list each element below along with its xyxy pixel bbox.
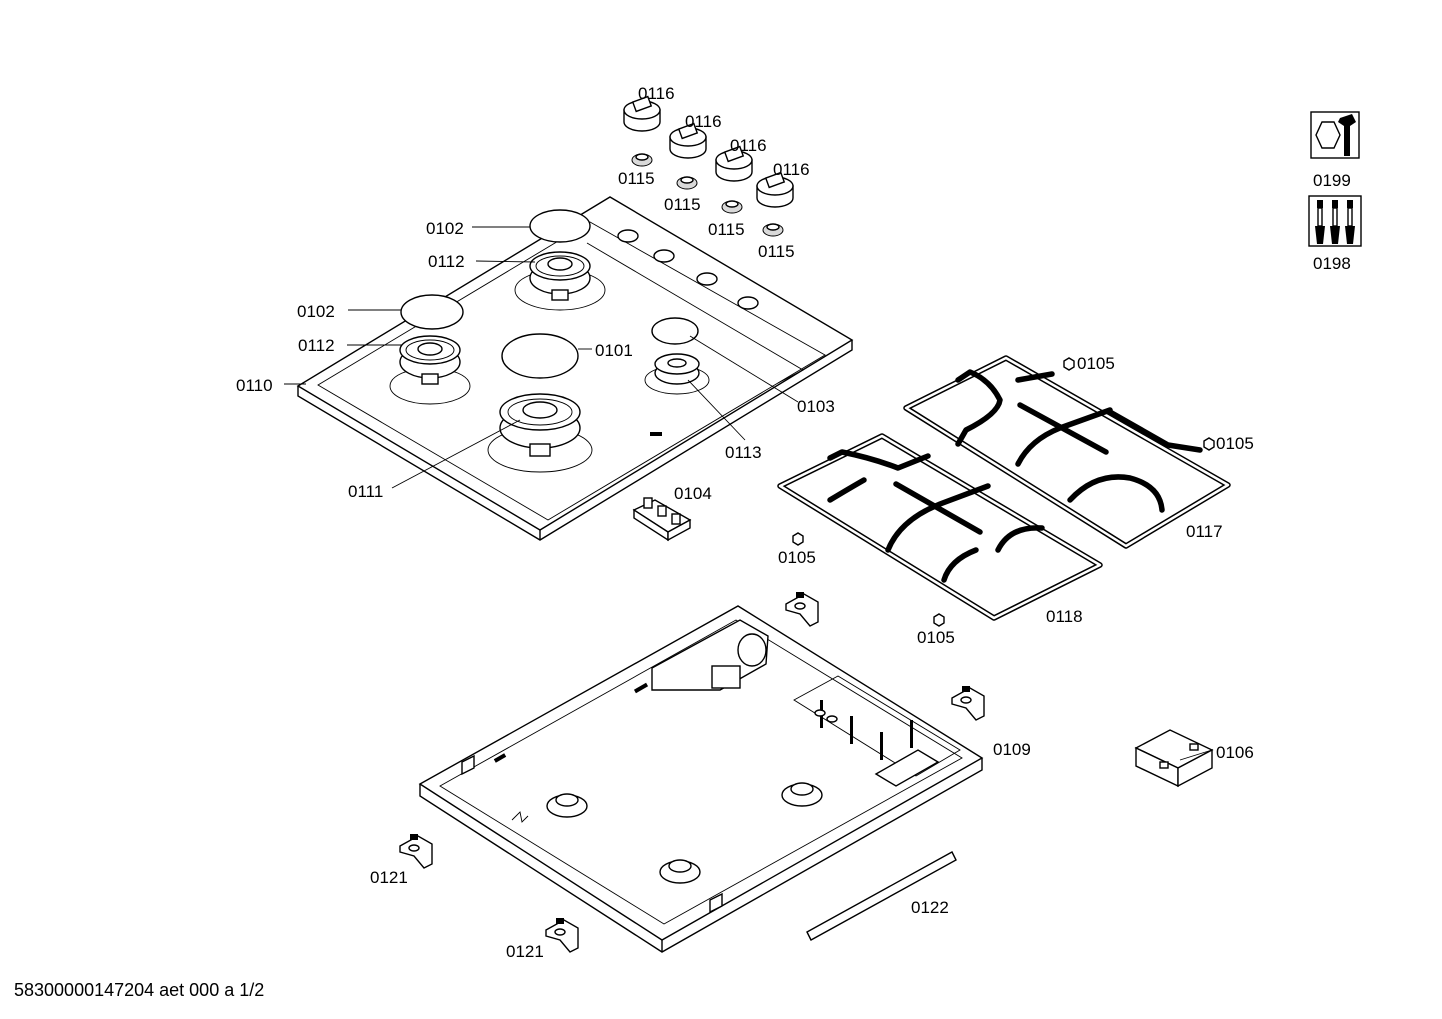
label-burner-cap: 0102 — [297, 302, 335, 321]
label-burner-cap: 0102 — [426, 219, 464, 238]
knob-ring — [721, 200, 743, 214]
label-junction-box: 0106 — [1216, 743, 1254, 762]
seal-strip — [806, 851, 957, 941]
leader-lines — [284, 226, 1213, 761]
burner-crown-left — [399, 335, 461, 385]
label-rubber-foot: 0105 — [778, 548, 816, 567]
label-rubber-foot: 0105 — [1216, 434, 1254, 453]
rubber-foot — [792, 532, 804, 546]
screwdrivers-icon — [1308, 195, 1362, 247]
burner-cap-top — [529, 209, 591, 243]
control-knob — [623, 95, 661, 132]
label-hob-top: 0110 — [236, 376, 273, 395]
rubber-foot — [1063, 357, 1075, 371]
label-seal-strip: 0122 — [911, 898, 949, 917]
junction-box — [1134, 729, 1214, 788]
rubber-foot — [1203, 437, 1215, 451]
knob-ring — [676, 176, 698, 190]
knob-ring — [631, 153, 653, 167]
label-burner-crown-small: 0113 — [725, 443, 762, 462]
label-knob: 0116 — [685, 112, 722, 131]
burner-crown-large — [499, 393, 581, 457]
burner-cap-left — [400, 294, 464, 330]
label-knob: 0116 — [730, 136, 767, 155]
label-fixing-clip: 0121 — [370, 868, 408, 887]
pan-support-left — [777, 433, 1103, 621]
label-ignition: 0104 — [674, 484, 712, 503]
label-knob: 0116 — [638, 84, 675, 103]
label-knob-ring: 0115 — [664, 195, 701, 214]
control-knob — [756, 171, 794, 208]
label-burner-crown: 0112 — [428, 252, 465, 271]
label-knob: 0116 — [773, 160, 810, 179]
fixing-clip — [951, 686, 985, 721]
label-burner-crown-large: 0111 — [348, 482, 383, 501]
control-knob — [715, 145, 753, 182]
label-burner-cap-large: 0101 — [595, 341, 633, 360]
label-fixing-clip: 0121 — [506, 942, 544, 961]
label-burner-crown: 0112 — [298, 336, 335, 355]
wrench-icon — [1310, 111, 1360, 159]
label-burner-cap-small: 0103 — [797, 397, 835, 416]
label-pan-support-left: 0118 — [1046, 607, 1083, 626]
document-reference: 58300000147204 aet 000 a 1/2 — [14, 980, 265, 1000]
label-tool-wrench: 0199 — [1313, 171, 1351, 190]
fixing-clip — [785, 592, 819, 627]
control-knob — [669, 122, 707, 159]
label-knob-ring: 0115 — [708, 220, 745, 239]
label-knob-ring: 0115 — [758, 242, 795, 261]
rubber-foot — [933, 613, 945, 627]
pan-support-right — [903, 355, 1231, 549]
knob-ring — [762, 223, 784, 237]
label-rubber-foot: 0105 — [917, 628, 955, 647]
label-knob-ring: 0115 — [618, 169, 655, 188]
burner-crown-small — [654, 353, 700, 385]
burner-cap-large — [501, 333, 579, 379]
fixing-clip — [545, 918, 579, 953]
base-tray — [418, 605, 984, 953]
label-tool-screwdrivers: 0198 — [1313, 254, 1351, 273]
label-rubber-foot: 0105 — [1077, 354, 1115, 373]
fixing-clip — [399, 834, 433, 869]
ignition-block — [632, 497, 692, 542]
burner-cap-small — [651, 317, 699, 345]
label-pan-support-right: 0117 — [1186, 522, 1223, 541]
label-base-tray: 0109 — [993, 740, 1031, 759]
burner-crown-top — [529, 251, 591, 301]
